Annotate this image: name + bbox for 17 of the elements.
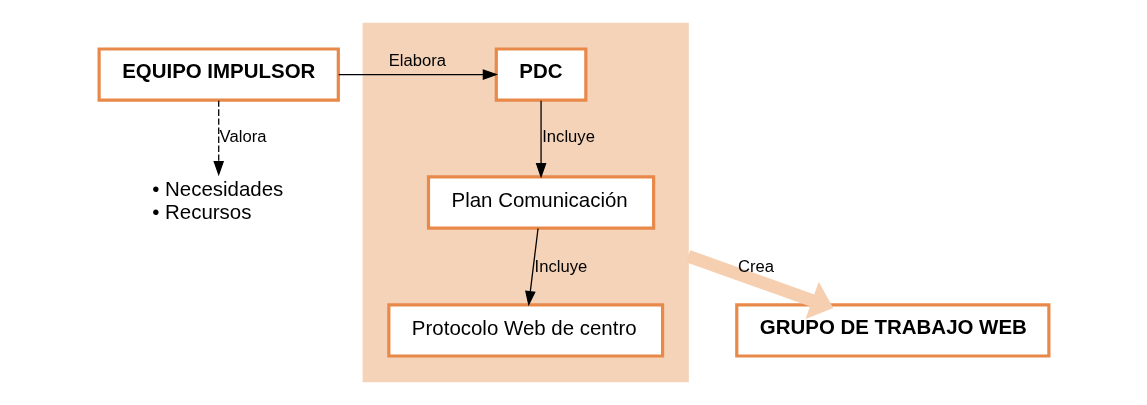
edge-label: Elabora	[388, 51, 446, 71]
node-box: Protocolo Web de centro	[386, 303, 664, 358]
edge-label: Crea	[737, 257, 774, 277]
edge-label: Incluye	[534, 257, 587, 277]
arrow	[212, 100, 224, 177]
node-text: • Necesidades • Recursos	[151, 176, 283, 223]
arrow	[524, 227, 539, 307]
edge-label: Incluye	[541, 126, 595, 146]
edge-label: Valora	[219, 126, 266, 146]
arrow	[685, 250, 833, 319]
node-box: PDC	[494, 47, 587, 102]
node-box: EQUIPO IMPULSOR	[97, 47, 340, 102]
arrow	[535, 100, 546, 179]
node-box: GRUPO DE TRABAJO WEB	[734, 303, 1050, 358]
node-box: Plan Comunicación	[426, 175, 655, 230]
arrow	[337, 69, 498, 80]
cluster	[362, 22, 689, 383]
